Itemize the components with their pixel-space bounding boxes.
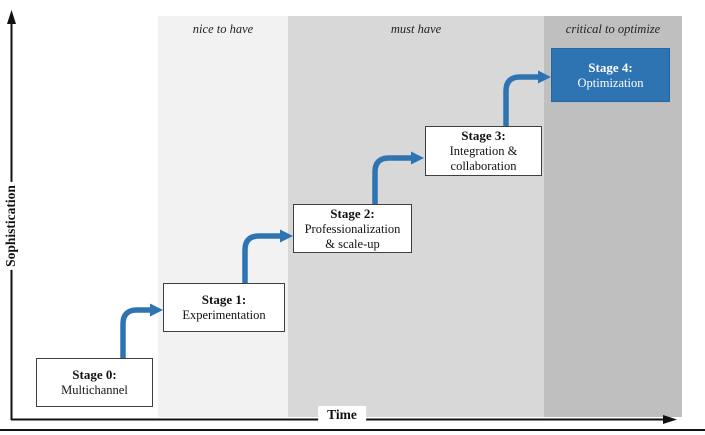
stage-box-3: Stage 3: Integration & collaboration [425, 126, 542, 176]
stage-subtitle: Experimentation [182, 308, 266, 322]
stage-box-4: Stage 4: Optimization [551, 48, 670, 102]
y-axis-label: Sophistication [3, 182, 19, 270]
zone-label-critical-to-optimize: critical to optimize [565, 22, 661, 36]
zone-label-nice-to-have: nice to have [192, 22, 254, 36]
stage-box-2: Stage 2: Professionalization & scale-up [293, 204, 412, 253]
stage-subtitle: Multichannel [61, 383, 128, 397]
x-axis-label: Time [318, 406, 366, 424]
stage-subtitle: Integration & collaboration [449, 144, 518, 173]
stage-box-1: Stage 1: Experimentation [163, 283, 285, 332]
zone-nice-to-have: nice to have [158, 16, 288, 417]
bottom-border-line [0, 429, 705, 431]
stage-title: Stage 4: [588, 59, 633, 75]
stage-subtitle: Optimization [577, 75, 644, 90]
stage-title: Stage 2: [330, 205, 375, 221]
zone-label-must-have: must have [390, 22, 442, 36]
stage-title: Stage 3: [461, 128, 506, 143]
stage-title: Stage 0: [72, 367, 117, 382]
stage-subtitle: Professionalization & scale-up [304, 221, 401, 251]
stage-title: Stage 1: [201, 292, 247, 307]
arrow-stage0-to-stage1 [120, 303, 163, 358]
stage-box-0: Stage 0: Multichannel [36, 358, 153, 407]
